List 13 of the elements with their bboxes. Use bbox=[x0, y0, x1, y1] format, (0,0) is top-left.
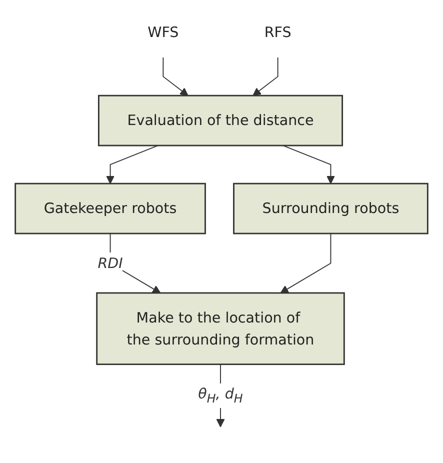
node-box: Surrounding robots bbox=[233, 182, 428, 234]
arrow bbox=[282, 145, 335, 184]
node-text: WFS bbox=[148, 24, 179, 41]
edge-label: RDI bbox=[98, 254, 123, 272]
arrow bbox=[162, 57, 188, 96]
arrow bbox=[252, 57, 278, 96]
node-box: Evaluation of the distance bbox=[98, 94, 343, 146]
arrow bbox=[106, 145, 158, 184]
edge-label: θ$_{H}$, d$_{H}$ bbox=[198, 385, 243, 406]
node-box: Gatekeeper robots bbox=[14, 182, 206, 234]
arrow bbox=[280, 233, 332, 294]
node-text: RFS bbox=[264, 24, 292, 41]
node-box: Make to the location of the surrounding formation bbox=[96, 292, 345, 366]
